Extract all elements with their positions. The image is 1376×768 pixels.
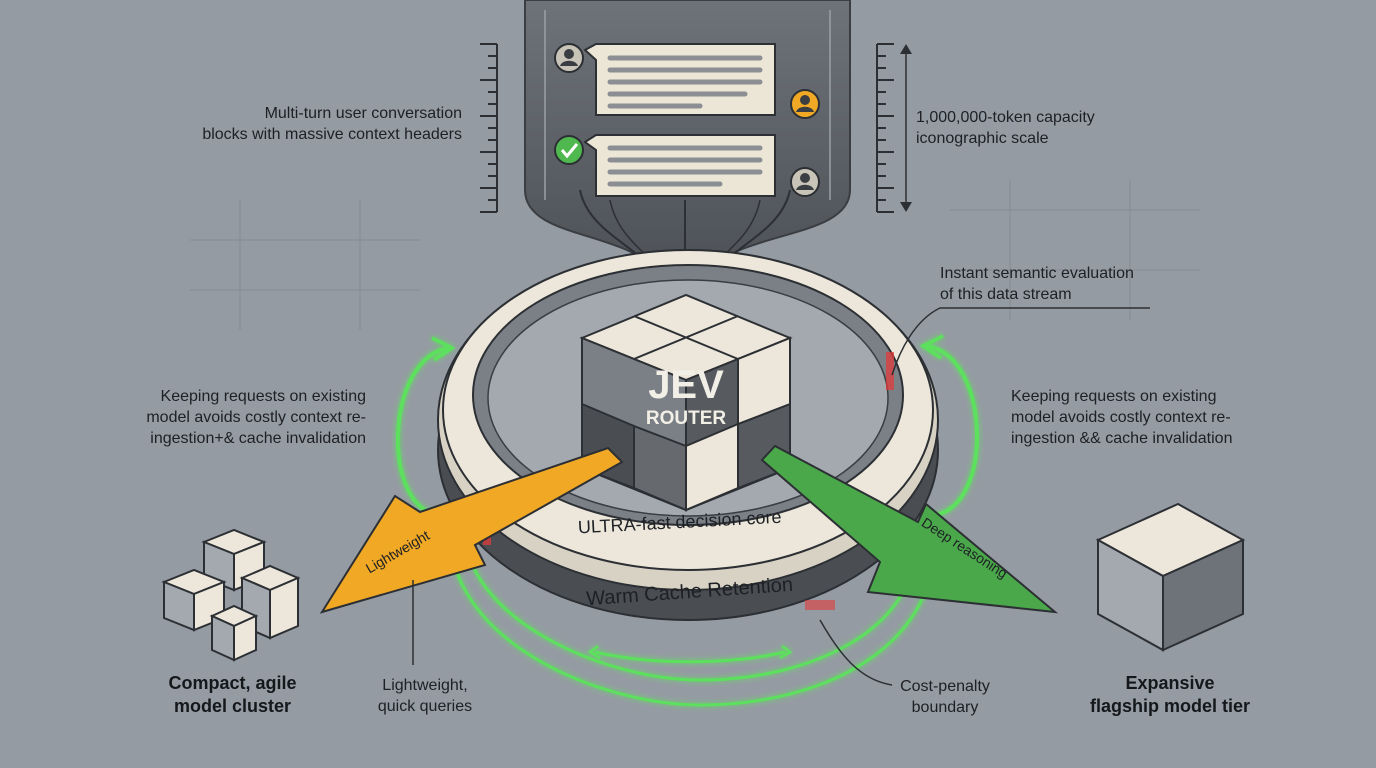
capacity-label: 1,000,000-token capacity iconographic sc… [916,109,1095,147]
user-avatar-icon [554,43,584,73]
leader-lines [412,307,1150,686]
cost-penalty-label: Cost-penalty boundary [900,678,990,716]
right-ruler [876,43,912,213]
chat-bubble-1 [583,43,776,116]
lightweight-queries-label: Lightweight, quick queries [377,677,473,715]
checkmark-icon [554,135,584,165]
assistant-avatar-icon [790,89,820,119]
expansive-tier-label: Expansive flagship model tier [1089,673,1251,716]
small-cube [209,604,259,662]
keep-left-label: Keeping requests on existing model avoid… [146,388,366,447]
deep-reasoning-arrow[interactable] [760,444,1059,614]
semantic-label: Instant semantic evaluation of this data… [940,265,1134,303]
compact-cluster-label: Compact, agile model cluster [168,673,297,716]
chat-bubble-2 [583,134,776,197]
flagship-model-cube [1095,502,1246,652]
lightweight-arrow[interactable] [319,446,624,614]
conversation-label: Multi-turn user conversation blocks with… [202,105,462,143]
left-retention-arrow [395,336,456,517]
background-grid [190,180,1200,330]
user-avatar-icon-2 [790,167,820,197]
keep-right-label: Keeping requests on existing model avoid… [1011,388,1233,447]
router-subtitle: ROUTER [646,408,727,429]
right-retention-arrow [919,334,980,517]
compact-model-cluster [161,528,301,662]
retention-glow-loops [448,519,937,707]
router-cube [579,293,793,512]
router-title: JEV [648,363,724,407]
left-ruler [480,43,498,213]
